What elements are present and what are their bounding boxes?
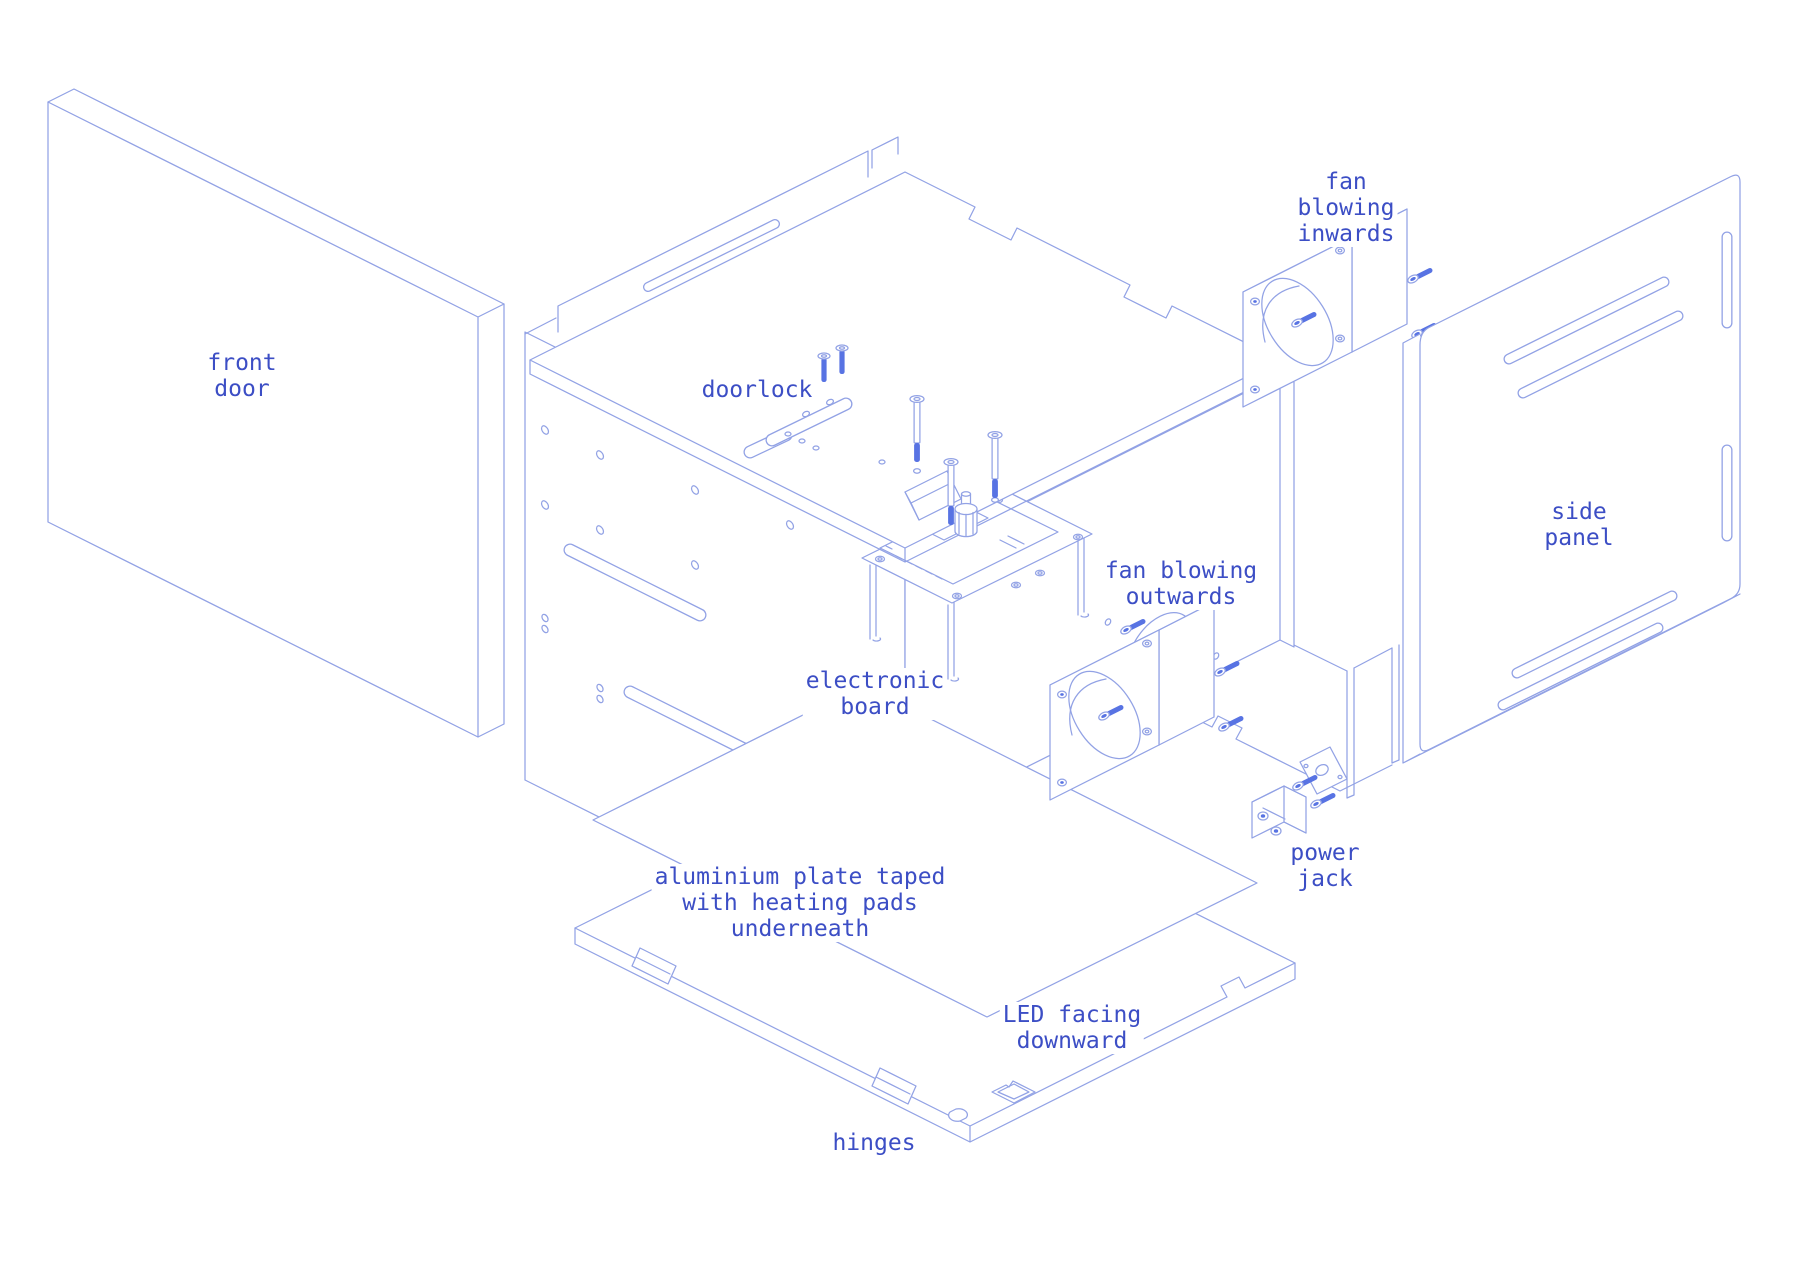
front-door-part [47,88,505,738]
power-jack-part [1251,746,1348,839]
label-hinges: hinges [829,1130,919,1156]
side-panel-part [1402,174,1741,764]
rotary-knob [954,491,978,538]
front-right-corner-posts [1293,644,1400,799]
led-holder [991,1080,1036,1104]
wall-holes [540,425,795,704]
standoff-leg [869,561,882,642]
hinge-knuckle [947,1108,969,1122]
jack-mount-plate [1299,746,1348,795]
back-wall-top-rail [524,136,899,335]
label-doorlock: doorlock [698,377,816,403]
floor-edge [1189,715,1393,792]
aluminium-plate-part [592,684,1258,1018]
electronic-board-part [861,488,1093,682]
standoff-leg [947,601,960,682]
top-plate [524,136,1281,563]
standoff-leg [1077,537,1090,618]
doorlock-part [743,397,853,459]
